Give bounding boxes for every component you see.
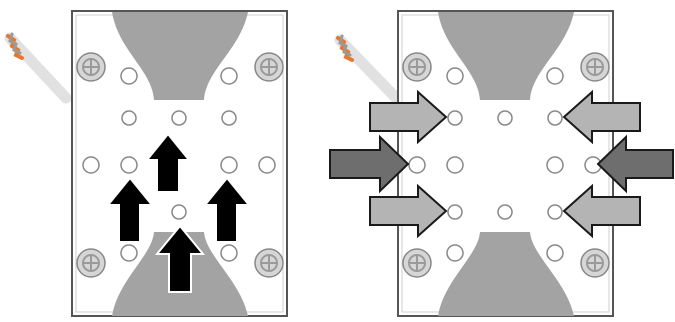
screw-icon <box>76 52 106 82</box>
arrow-icon <box>144 132 192 193</box>
right-panel <box>329 10 674 317</box>
screw-icon <box>254 248 284 278</box>
screw-icon <box>76 248 106 278</box>
arrow-icon <box>369 183 448 239</box>
wire-icon <box>4 32 72 104</box>
arrow-icon <box>202 176 252 243</box>
screw-icon <box>254 52 284 82</box>
plate-cutout-bottom <box>438 232 574 316</box>
screw-icon <box>402 52 432 82</box>
arrow-icon <box>596 134 674 194</box>
arrow-icon <box>369 89 448 145</box>
arrow-icon <box>562 183 641 239</box>
wire-icon <box>334 34 404 106</box>
screw-icon <box>580 52 610 82</box>
screw-icon <box>402 248 432 278</box>
screw-icon <box>580 248 610 278</box>
arrow-icon <box>329 134 410 194</box>
arrow-icon <box>105 176 155 243</box>
plate-cutout-top <box>112 12 248 100</box>
plate-cutout-top <box>438 12 574 100</box>
arrow-icon <box>562 89 641 145</box>
arrow-icon <box>154 224 206 293</box>
mounting-holes <box>408 67 602 262</box>
left-panel <box>4 10 288 317</box>
